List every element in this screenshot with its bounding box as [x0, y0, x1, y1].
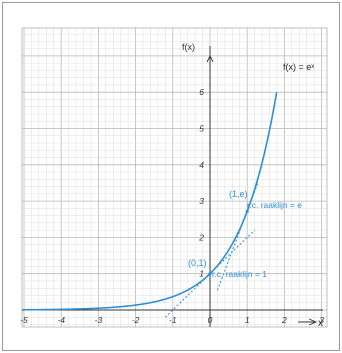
annotation-slope-e: r.c. raaklijn = e — [247, 200, 302, 210]
function-label: f(x) = eˣ — [283, 62, 314, 72]
annotation-slope-1: r.c. raaklijn = 1 — [212, 269, 267, 279]
annotations: f(x) x f(x) = eˣ (0,1) (1,e) r.c. raakli… — [182, 42, 323, 329]
x-tick-label: -3 — [95, 315, 103, 325]
point-1 — [208, 272, 212, 276]
y-axis-label: f(x) — [182, 42, 195, 52]
y-tick-label: 1 — [199, 269, 204, 279]
y-tick-label: 4 — [199, 160, 204, 170]
point-2 — [245, 209, 249, 213]
x-tick-label: 2 — [281, 315, 287, 325]
y-axis-arrow — [206, 54, 214, 63]
y-tick-label: 6 — [199, 87, 204, 97]
grid-border — [21, 27, 328, 328]
points — [208, 209, 249, 276]
x-tick-label: -4 — [57, 315, 65, 325]
y-tick-label: 2 — [198, 232, 204, 242]
x-axis-label: x — [318, 318, 323, 329]
point-label-origin: (0,1) — [188, 258, 207, 268]
tangent-lines — [165, 181, 259, 318]
tangent-line-1 — [165, 229, 255, 318]
x-tick-label: 1 — [245, 315, 250, 325]
x-tick-label: -5 — [20, 315, 28, 325]
curve-group — [23, 92, 278, 311]
grid — [21, 27, 328, 328]
x-tick-label: -2 — [132, 315, 140, 325]
y-tick-label: 3 — [199, 196, 204, 206]
outer-border — [2, 2, 340, 351]
x-tick-label: 3 — [319, 315, 324, 325]
point-label-e: (1,e) — [229, 189, 248, 199]
tick-labels: -5 -4 -3 -2 -1 0 1 2 3 1 2 3 4 5 6 — [20, 87, 324, 325]
y-tick-label: 5 — [199, 124, 204, 134]
x-tick-label: 0 — [208, 315, 213, 325]
curve-ex — [23, 92, 278, 311]
axes — [22, 46, 323, 327]
x-tick-label: -1 — [169, 315, 177, 325]
